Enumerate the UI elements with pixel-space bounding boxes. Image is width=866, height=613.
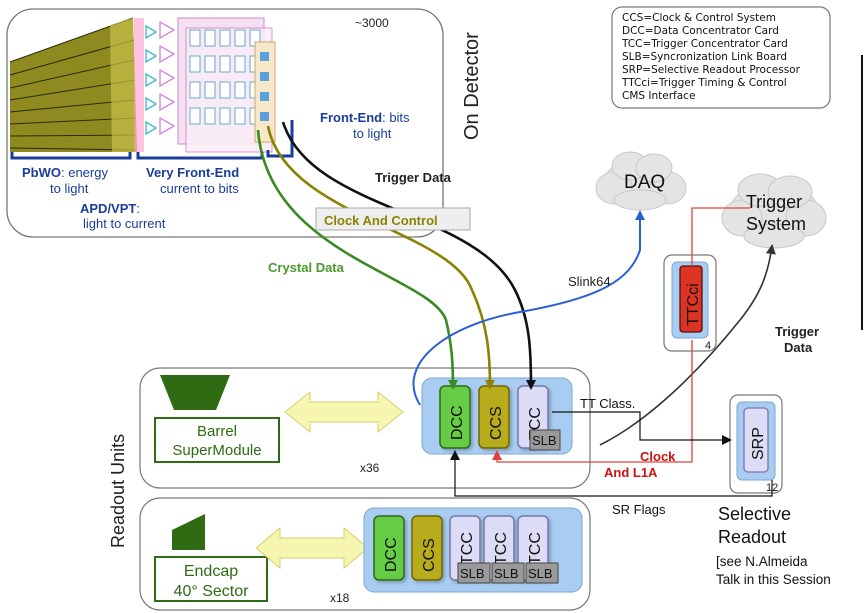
trigger-data-arrow	[281, 121, 536, 390]
front-end-label-line2: to light	[353, 126, 392, 141]
acronym-legend: CCS=Clock & Control System DCC=Data Conc…	[611, 6, 831, 109]
endcap-label-line1: Endcap	[184, 563, 238, 580]
front-end-label: Front-End: bits	[320, 110, 410, 125]
apd-label: APD/VPT:	[80, 201, 140, 216]
clock-l1a-label-line1: Clock	[640, 449, 676, 464]
endcap-slb-label: SLB	[460, 566, 485, 581]
slink-label: Slink64	[568, 274, 611, 289]
slink-arrow	[412, 210, 645, 406]
endcap-slb-board	[525, 562, 559, 584]
barrel-multiplicity: x36	[360, 461, 380, 475]
barrel-slb-board	[529, 429, 561, 451]
trigger-system-label-line2: System	[746, 214, 806, 234]
legend-item: TCC=Trigger Concentrator Card	[621, 38, 788, 50]
legend-item: CCS=Clock & Control System	[622, 12, 776, 24]
selective-readout-note-line2: Talk in this Session	[716, 572, 831, 587]
pbwo-label: PbWO: energy	[22, 165, 108, 180]
trigger-data-out-arrow	[599, 244, 776, 446]
connection-arrows	[256, 121, 776, 497]
sr-flags-label: SR Flags	[612, 502, 666, 517]
crystal-data-label: Crystal Data	[268, 260, 345, 275]
barrel-label-line2: SuperModule	[172, 442, 261, 459]
barrel-double-arrow	[284, 390, 404, 434]
ttcci-count: 4	[705, 340, 711, 352]
barrel-dcc-label: DCC	[449, 405, 466, 440]
clock-control-arrow	[266, 125, 495, 390]
endcap-tcc-label: TCC	[459, 532, 476, 565]
legend-item: DCC=Data Concentrator Card	[622, 25, 779, 37]
legend-item: SRP=Selective Readout Processor	[622, 64, 801, 76]
crystal-fan-graphic	[9, 17, 276, 153]
barrel-label-line1: Barrel	[197, 423, 237, 440]
ttcci-trigger-link	[691, 207, 750, 266]
selective-readout-line2: Readout	[718, 527, 786, 547]
ttcci-unit: TTCci 4	[663, 254, 717, 352]
on-detector-title: On Detector	[461, 32, 483, 140]
endcap-tcc-label: TCC	[527, 532, 544, 565]
endcap-tcc-label: TCC	[493, 532, 510, 565]
sr-flags-line	[450, 450, 773, 497]
legend-item: TTCci=Trigger Timing & Control	[621, 77, 787, 89]
trigger-data-out-label-line1: Trigger	[775, 324, 819, 339]
daq-cloud: DAQ	[595, 151, 687, 211]
clock-l1a-label-line2: And L1A	[604, 465, 658, 480]
endcap-slb-label: SLB	[528, 566, 553, 581]
endcap-ccs-card	[411, 515, 443, 581]
srp-label: SRP	[750, 427, 767, 460]
barrel-box	[154, 417, 280, 463]
trigger-data-out-label-line2: Data	[784, 340, 813, 355]
endcap-dcc-label: DCC	[383, 537, 400, 572]
endcap-ccs-label: CCS	[421, 538, 438, 572]
legend-item: SLB=Syncronization Link Board	[622, 51, 787, 63]
barrel-slb-label: SLB	[532, 433, 557, 448]
srp-unit: SRP 12	[729, 394, 783, 494]
selective-readout-line1: Selective	[718, 504, 791, 524]
endcap-label-line2: 40° Sector	[174, 583, 250, 600]
readout-units-title: Readout Units	[108, 434, 128, 548]
crystal-data-arrow	[256, 129, 458, 390]
endcap-dcc-card	[373, 515, 405, 581]
trigger-data-label: Trigger Data	[375, 170, 452, 185]
barrel-ccs-label: CCS	[488, 406, 505, 440]
endcap-slb-board	[457, 562, 491, 584]
endcap-slb-label: SLB	[494, 566, 519, 581]
vfe-label-line2: current to bits	[160, 181, 239, 196]
pbwo-label-line2: to light	[50, 181, 89, 196]
tt-class-arrow	[552, 411, 732, 445]
tt-class-label: TT Class.	[580, 396, 635, 411]
endcap-shape	[172, 514, 205, 550]
barrel-shape	[160, 375, 230, 410]
daq-label: DAQ	[624, 172, 665, 193]
detector-count: ~3000	[355, 16, 389, 30]
readout-units: Readout Units Barrel SuperModule x36 DCC…	[108, 367, 591, 611]
legend-item: CMS Interface	[622, 90, 695, 102]
selective-readout-note-line1: [see N.Almeida	[716, 554, 808, 569]
clock-control-label: Clock And Control	[324, 213, 438, 228]
ttcci-label: TTCci	[685, 283, 702, 326]
trigger-system-label-line1: Trigger	[746, 192, 802, 212]
endcap-slb-board	[491, 562, 525, 584]
endcap-multiplicity: x18	[330, 591, 350, 605]
vfe-label: Very Front-End	[146, 165, 239, 180]
clock-control-label-box	[315, 207, 471, 231]
on-detector-panel: ~3000 On Detector PbWO: energy to light …	[6, 8, 483, 238]
apd-label-line2: light to current	[83, 216, 166, 231]
endcap-box	[154, 556, 268, 602]
trigger-system-cloud: Trigger System	[721, 173, 827, 249]
clock-l1a-line	[492, 340, 693, 463]
